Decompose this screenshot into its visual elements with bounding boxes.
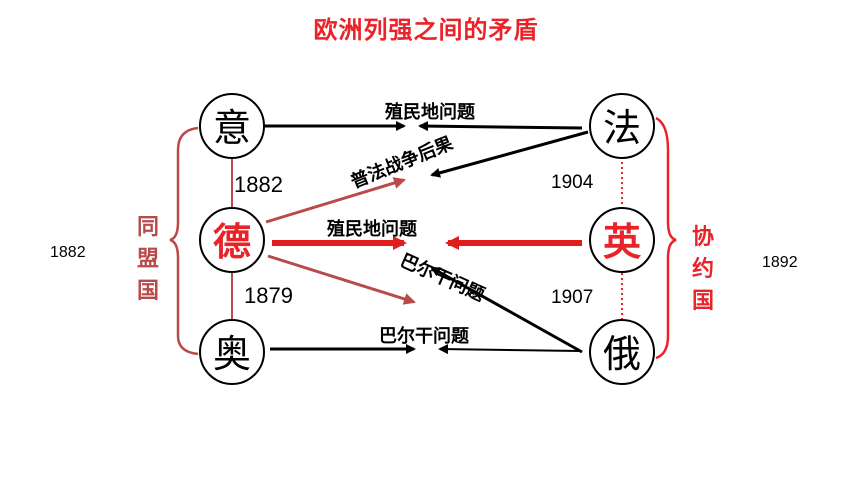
conflict-label-germany-france: 普法战争后果 <box>348 132 457 193</box>
triple-alliance-label: 同盟国 <box>136 215 159 304</box>
country-italy-label: 意 <box>213 106 251 150</box>
france-arrow-war <box>430 130 589 178</box>
russia-arrow-balkan <box>430 266 583 354</box>
node-austria: 奥 <box>199 319 265 385</box>
conflict-label-germany-russia: 巴尔干问题 <box>397 249 489 306</box>
triple-entente-label: 协约国 <box>691 225 714 314</box>
germany-italy-year: 1882 <box>234 172 283 197</box>
country-germany-label: 德 <box>213 219 251 264</box>
node-italy: 意 <box>199 93 265 159</box>
conflict-label-italy-france: 殖民地问题 <box>384 101 476 123</box>
country-austria-label: 奥 <box>213 332 251 376</box>
triple-entente-year: 1892 <box>762 254 798 271</box>
triple-alliance-year: 1882 <box>50 244 86 261</box>
germany-arrow-war <box>265 177 406 224</box>
triple-entente-bracket <box>655 116 677 360</box>
country-russia-label: 俄 <box>603 332 641 376</box>
germany-arrow-balkan <box>267 254 416 305</box>
germany-austria-year: 1879 <box>244 283 293 308</box>
country-france-label: 法 <box>603 106 641 150</box>
country-britain-label: 英 <box>603 219 642 264</box>
france-arrow-colonial <box>418 121 583 132</box>
node-france: 法 <box>589 93 655 159</box>
france-britain-year: 1904 <box>551 172 594 193</box>
node-russia: 俄 <box>589 319 655 385</box>
node-germany: 德 <box>199 207 265 273</box>
node-britain: 英 <box>589 207 655 273</box>
russia-arrow-austria <box>438 344 581 355</box>
conflict-label-germany-britain: 殖民地问题 <box>326 218 418 240</box>
britain-russia-year: 1907 <box>551 287 594 308</box>
conflict-label-austria-russia: 巴尔干问题 <box>379 325 470 347</box>
page-title: 欧洲列强之间的矛盾 <box>313 16 539 44</box>
triple-alliance-bracket <box>169 126 199 356</box>
